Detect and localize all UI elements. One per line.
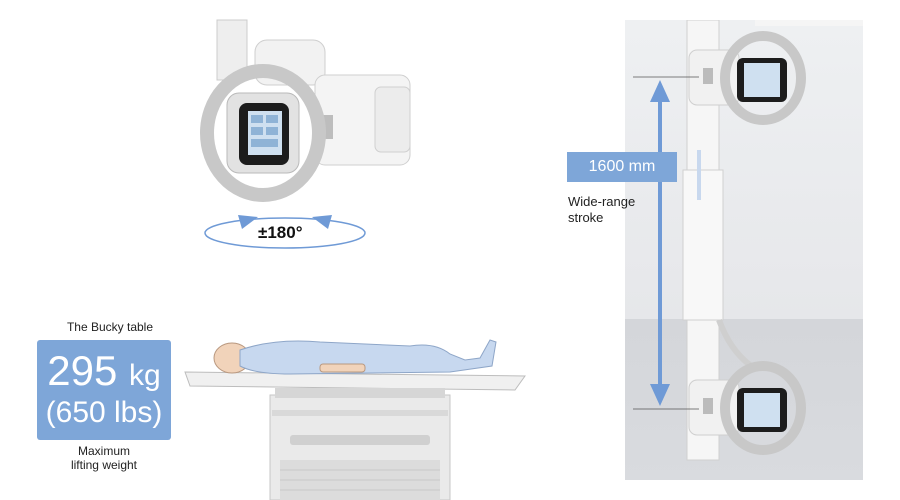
stroke-caption-line1: Wide-range — [568, 194, 636, 209]
lifting-weight-caption: Maximum lifting weight — [40, 444, 168, 472]
rotation-label: ±180° — [258, 223, 303, 242]
bucky-table-caption: The Bucky table — [66, 320, 154, 334]
weight-kg-unit: kg — [129, 359, 161, 392]
lifting-weight-caption-line1: Maximum — [77, 444, 130, 458]
stroke-value-badge: 1600 mm — [567, 152, 677, 182]
stroke-arrow-up-icon — [650, 80, 670, 102]
rotation-arrow-left-icon — [238, 215, 258, 229]
stroke-arrow-down-icon — [650, 384, 670, 406]
stroke-caption-line2: stroke — [568, 210, 604, 225]
lifting-weight-badge: 295 kg (650 lbs) — [37, 340, 171, 440]
weight-kg: 295 kg — [37, 348, 171, 399]
weight-kg-value: 295 — [47, 347, 118, 394]
lifting-weight-caption-line2: lifting weight — [70, 458, 138, 472]
bucky-table-illustration — [184, 339, 526, 500]
rotation-arrow-right-icon — [312, 215, 332, 229]
weight-lbs: (650 lbs) — [45, 396, 163, 429]
stroke-caption: Wide-range stroke — [568, 194, 668, 226]
rotation-indicator — [204, 215, 366, 249]
stroke-panel — [625, 20, 863, 480]
rotation-ellipse — [204, 217, 366, 249]
detector-head-illustration — [200, 19, 411, 202]
